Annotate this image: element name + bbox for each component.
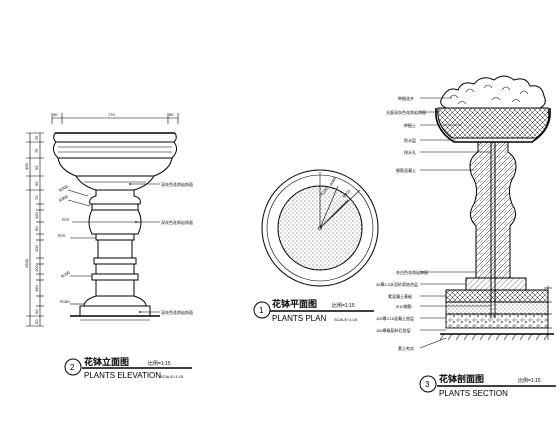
section-number: 3 [425, 380, 430, 389]
elev-dim-7: 100 [34, 212, 39, 219]
section-view: 种植花卉 光面深灰色花岗岩饰面 种植土 防水层 排水孔 钢筋混凝土 灰白色花岗岩… [376, 75, 556, 398]
elev-dim-2: 50 [34, 165, 39, 170]
elev-radius-4: R70 [58, 233, 66, 238]
elevation-number: 2 [70, 363, 75, 372]
plan-title-en: PLANTS PLAN [272, 314, 326, 323]
section-label-10: 100厚C15混凝土垫层 [376, 315, 414, 321]
plan-radius-3: R400 [341, 188, 352, 199]
elevation-scale-en: SCALE=1:15 [160, 374, 184, 379]
elev-dim-4: 70 [34, 195, 39, 200]
section-label-1: 光面深灰色花岗岩饰面 [386, 109, 426, 115]
section-label-6: 灰白色花岗岩饰面 [396, 269, 428, 275]
section-plants [440, 75, 546, 109]
elevation-top-dim-1: 50 [53, 112, 58, 117]
section-label-5: 钢筋混凝土 [396, 167, 416, 173]
elev-dim-16: 50 [34, 309, 39, 314]
elev-note-1: 深灰色花岗岩饰面 [161, 181, 193, 187]
elev-total-dim-1: 405 [24, 163, 29, 170]
elev-dim-17: 50 [34, 319, 39, 324]
section-label-8: 素混凝土基础 [388, 293, 412, 299]
elev-radius-5: R100 [60, 269, 71, 278]
plan-number: 1 [259, 306, 264, 315]
plan-view: R150 R300 R400 1 花钵平面图 比例=1:15 PLANTS PL… [253, 169, 379, 323]
section-title-cn: 花钵剖面图 [439, 373, 484, 384]
plan-radius-1: R150 [319, 186, 329, 197]
section-label-2: 种植土 [404, 122, 416, 128]
elev-radius-1: R200 [58, 183, 69, 192]
section-label-12: 素土夯实 [398, 345, 414, 351]
elevation-title-cn: 花钵立面图 [84, 356, 129, 367]
plan-scale-cn: 比例=1:15 [332, 302, 355, 309]
plan-scale-en: SCALE=1:15 [334, 317, 358, 322]
elevation-scale-cn: 比例=1:15 [148, 360, 171, 367]
elevation-notes: 深灰色花岗岩饰面 深灰色花岗岩饰面 深灰色花岗岩饰面 [129, 181, 193, 315]
elevation-pedestal [70, 190, 160, 321]
section-bowl-soil [437, 107, 550, 139]
plan-title-block: 1 花钵平面图 比例=1:15 PLANTS PLAN SCALE=1:15 [253, 298, 374, 323]
section-base-plinth [465, 277, 527, 291]
section-pedestal [469, 141, 517, 279]
elev-total-dim-2: 1500 [24, 258, 29, 268]
elev-dim-1: 75 [34, 148, 39, 153]
section-label-0: 种植花卉 [398, 95, 414, 101]
section-label-4: 排水孔 [404, 149, 416, 155]
section-label-3: 防水层 [404, 137, 416, 143]
section-label-11: 150厚级配砂石垫层 [376, 327, 411, 333]
elevation-title-en: PLANTS ELEVATION [84, 371, 161, 380]
section-foundation [445, 289, 549, 303]
section-concrete-bed [445, 301, 549, 315]
elev-dim-0: 25 [34, 135, 39, 140]
plan-title-cn: 花钵平面图 [272, 298, 317, 309]
elev-dim-13: 100 [34, 265, 39, 272]
section-title-block: 3 花钵剖面图 比例=1:15 PLANTS SECTION [419, 373, 556, 398]
elev-note-2: 深灰色花岗岩饰面 [161, 219, 193, 225]
elev-radius-3: R70 [62, 217, 70, 222]
elev-dim-15: 160 [34, 285, 39, 292]
section-label-9: Φ10钢筋 [396, 303, 412, 309]
elev-dim-8: 60 [34, 226, 39, 231]
section-title-en: PLANTS SECTION [439, 389, 508, 398]
plan-outer-rim [261, 169, 379, 287]
section-gravel-bed [445, 313, 549, 329]
elevation-top-dimension: 50 770 50 [51, 112, 179, 124]
elevation-top-dim-2: 770 [108, 112, 115, 117]
elevation-title-block: 2 花钵立面图 比例=1:15 PLANTS ELEVATION SCALE=1… [64, 356, 192, 380]
section-label-7: 30厚1:3水泥砂浆结合层 [376, 281, 418, 287]
elevation-basin [52, 132, 178, 191]
elev-radius-2: R300 [58, 193, 69, 202]
elev-dim-11: 100 [34, 245, 39, 252]
elevation-radius-labels: R200 R300 R70 R70 R100 R150 [58, 183, 96, 305]
elevation-view: 50 770 50 [24, 112, 193, 380]
plan-radius-2: R300 [328, 175, 337, 186]
elev-note-3: 深灰色花岗岩饰面 [161, 309, 193, 315]
elev-radius-6: R150 [60, 299, 70, 304]
elevation-top-dim-3: 50 [169, 112, 174, 117]
section-labels: 种植花卉 光面深灰色花岗岩饰面 种植土 防水层 排水孔 钢筋混凝土 灰白色花岗岩… [376, 95, 491, 351]
elevation-left-dimensions: 25 75 50 60 70 100 60 100 100 160 50 50 … [24, 132, 44, 327]
elev-dim-3: 60 [34, 181, 39, 186]
section-scale-cn: 比例=1:15 [518, 377, 541, 384]
